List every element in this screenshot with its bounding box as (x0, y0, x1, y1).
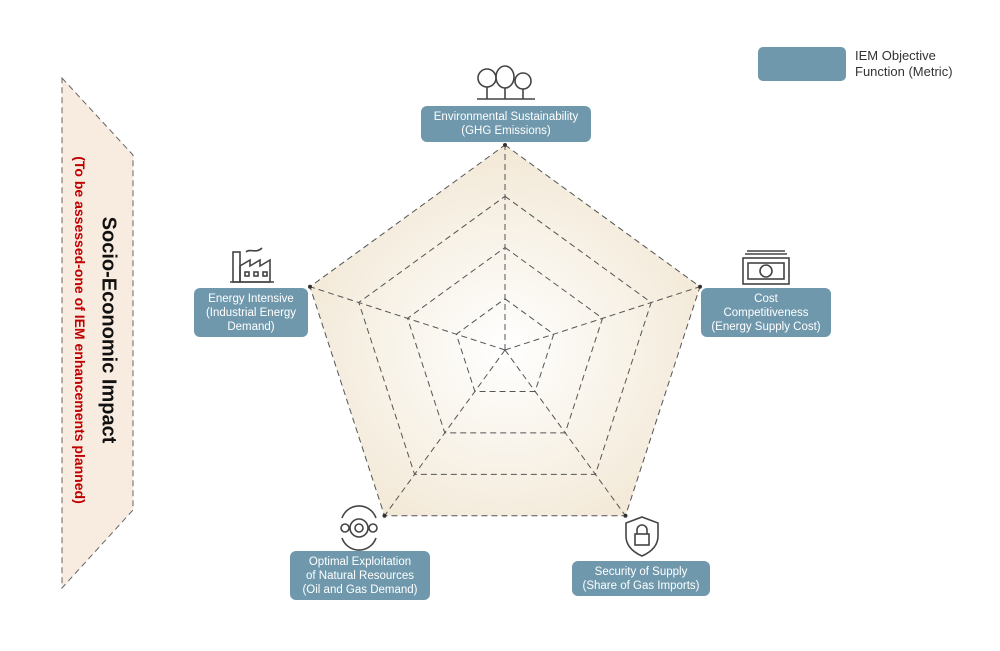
axis-label-line: Security of Supply (594, 565, 688, 578)
radar-ring (455, 298, 555, 392)
axis-label-line: (GHG Emissions) (461, 125, 551, 137)
legend-label: IEM Objective Function (Metric) (855, 48, 953, 80)
radar-fill (310, 145, 700, 516)
side-banner-shape (61, 76, 134, 590)
axis-label-resources: Optimal Exploitation of Natural Resource… (290, 551, 430, 600)
factory-icon (230, 247, 274, 283)
radar-spoke-energy-intensive (309, 286, 506, 351)
radar-grid (308, 143, 702, 518)
legend-label-line1: IEM Objective (855, 48, 936, 63)
radar-spoke-security (504, 349, 626, 517)
radar-vertex-environmental (503, 143, 507, 147)
axis-label-line: (Industrial Energy (205, 306, 297, 319)
axis-label-line: (Share of Gas Imports) (582, 579, 700, 592)
axis-label-line: Competitiveness (723, 306, 809, 319)
radar-vertex-resources (382, 513, 387, 518)
axis-label-line: (Energy Supply Cost) (711, 320, 821, 333)
legend-swatch (758, 47, 846, 81)
axis-label-line: Cost (754, 292, 778, 305)
axis-label-energy-intensive: Energy Intensive (Industrial Energy Dema… (194, 288, 308, 337)
radar-spoke-cost (504, 286, 701, 351)
axis-label-line: Optimal Exploitation (308, 555, 412, 568)
radar-vertex-energy-intensive (308, 284, 312, 289)
radar-ring (406, 246, 604, 434)
legend-label-line2: Function (Metric) (855, 64, 953, 79)
radar-vertex-security (623, 513, 628, 518)
axis-label-line: of Natural Resources (305, 569, 415, 582)
radar-ring (358, 195, 652, 475)
radar-ring (309, 144, 701, 517)
gears-icon (340, 505, 378, 551)
axis-label-security: Security of Supply (Share of Gas Imports… (572, 561, 710, 596)
radar-vertex-cost (698, 284, 702, 289)
side-banner-title: Socio-Economic Impact (97, 216, 120, 444)
axis-label-cost: Cost Competitiveness (Energy Supply Cost… (701, 288, 831, 337)
axis-label-line: Demand) (227, 320, 275, 333)
axis-label-line: (Oil and Gas Demand) (302, 583, 418, 596)
shield-lock-icon (625, 516, 659, 557)
radar-spoke-resources (384, 349, 506, 517)
banknote-icon (742, 250, 790, 285)
axis-label-line: Energy Intensive (208, 292, 294, 305)
side-banner-subtitle: (To be assessed-one of IEM enhancements … (72, 156, 88, 504)
axis-label-line: Environmental Sustainability (433, 111, 579, 123)
trees-icon (477, 65, 535, 100)
axis-label-environmental: Environmental Sustainability (GHG Emissi… (421, 106, 591, 142)
